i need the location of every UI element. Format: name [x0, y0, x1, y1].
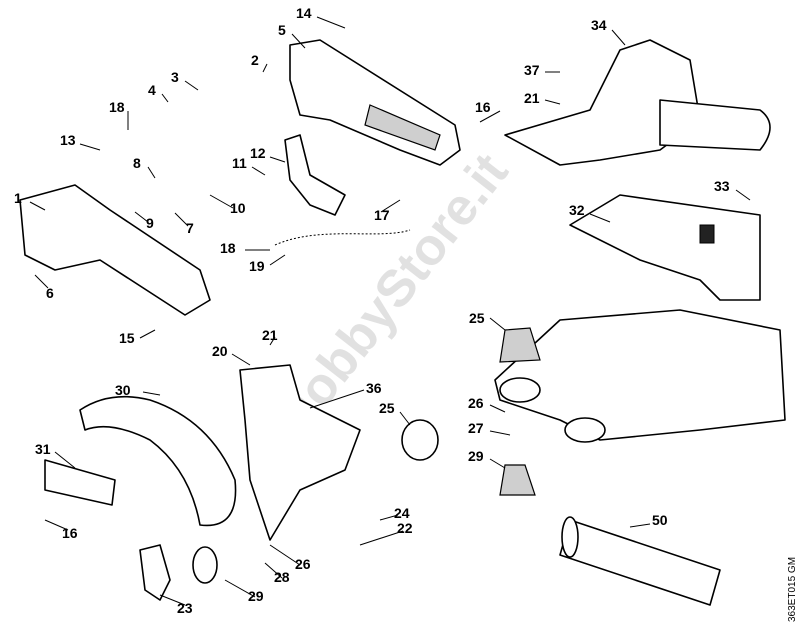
part-label: 16: [475, 99, 491, 115]
part-50-side-handle: [559, 516, 721, 606]
leader-lines: [29, 16, 751, 606]
part-label: 29: [468, 448, 484, 464]
drawing-code: 363ET015 GM: [787, 557, 798, 622]
part-label: 36: [366, 380, 382, 396]
part-label: 28: [274, 569, 290, 585]
part-label: 8: [133, 155, 141, 171]
part-label: 29: [248, 588, 264, 604]
part-5-handle-housing: [289, 39, 461, 166]
part-label: 50: [652, 512, 668, 528]
part-label: 11: [232, 155, 247, 171]
part-label: 4: [148, 82, 156, 98]
part-label: 37: [524, 62, 540, 78]
part-label: 26: [468, 395, 484, 411]
part-20-bracket: [239, 364, 361, 541]
part-label: 22: [397, 520, 413, 536]
part-12-trigger: [284, 134, 346, 216]
part-label: 24: [394, 505, 410, 521]
part-label: 7: [186, 220, 194, 236]
part-label: 27: [468, 420, 484, 436]
part-30-bail-handle: [79, 395, 237, 527]
part-label: 23: [177, 600, 193, 616]
part-34-handle-bracket: [504, 39, 771, 166]
part-label: 25: [469, 310, 485, 326]
part-19-coil-cable: [274, 229, 411, 246]
part-label: 19: [249, 258, 265, 274]
part-31-clamp: [44, 459, 116, 506]
part-label: 6: [46, 285, 54, 301]
part-label: 31: [35, 441, 51, 457]
part-label: 18: [220, 240, 236, 256]
part-label: 2: [251, 52, 259, 68]
part-23-lever: [139, 544, 218, 601]
part-label: 30: [115, 382, 131, 398]
part-1-handle-half: [19, 184, 211, 316]
part-25-bumper: [401, 327, 541, 461]
part-label: 15: [119, 330, 135, 346]
part-label: 17: [374, 207, 390, 223]
part-label: 25: [379, 400, 395, 416]
part-label: 13: [60, 132, 76, 148]
part-base-casting: [494, 309, 786, 443]
part-label: 3: [171, 69, 179, 85]
part-label: 9: [146, 215, 154, 231]
part-label: 20: [212, 343, 228, 359]
part-label: 1: [14, 190, 22, 206]
part-label: 18: [109, 99, 125, 115]
part-label: 14: [296, 5, 312, 21]
part-label: 16: [62, 525, 78, 541]
part-32-plate: [569, 194, 761, 301]
part-label: 34: [591, 17, 607, 33]
part-label: 32: [569, 202, 585, 218]
part-label: 33: [714, 178, 730, 194]
part-label: 5: [278, 22, 286, 38]
part-29-bumper: [499, 464, 536, 496]
part-label: 21: [262, 327, 278, 343]
part-label: 10: [230, 200, 246, 216]
part-labels: 14 5 34 2 3 37 4 21 18 16 13 12 11 8 33 …: [14, 5, 730, 616]
part-label: 12: [250, 145, 266, 161]
part-label: 26: [295, 556, 311, 572]
part-label: 21: [524, 90, 540, 106]
